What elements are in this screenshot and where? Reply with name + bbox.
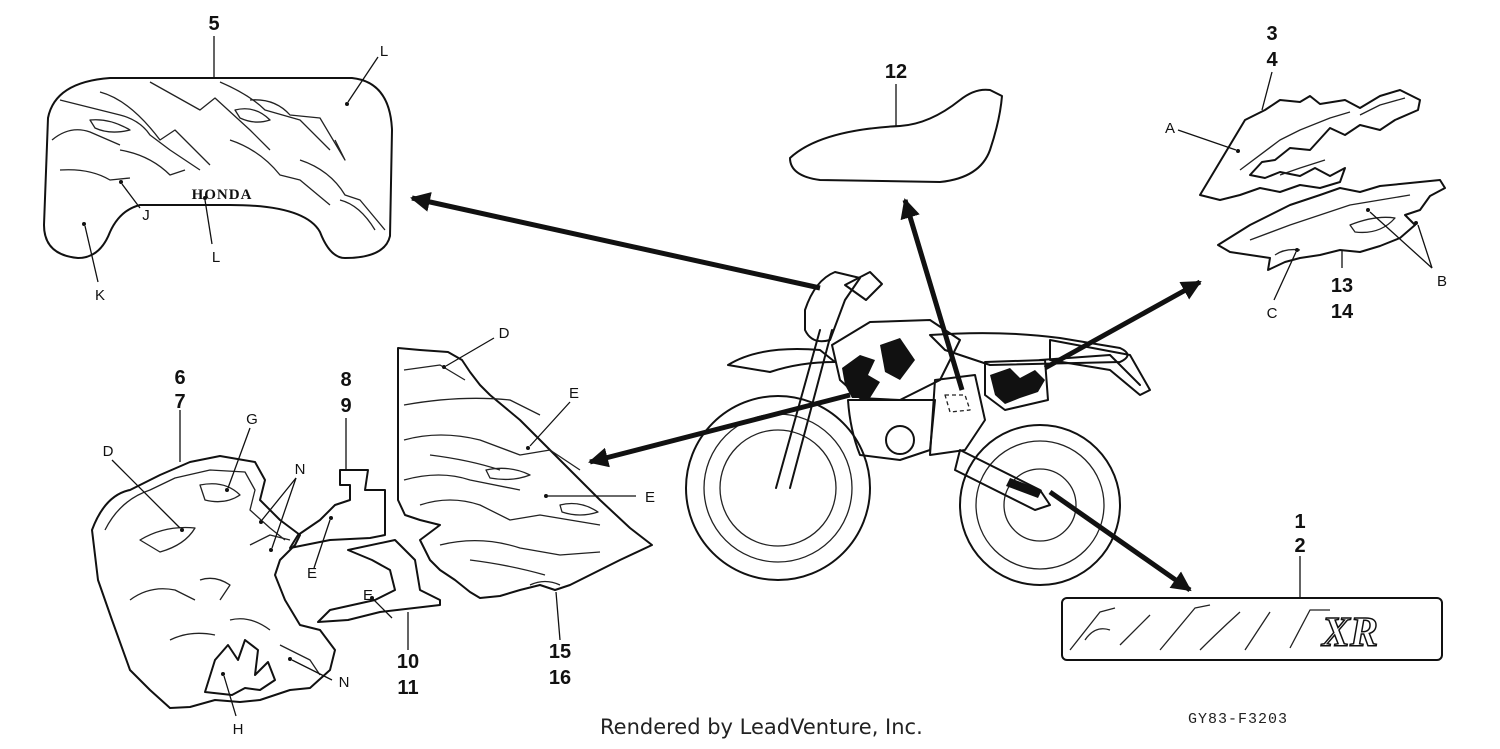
callout-2: 2	[1294, 535, 1305, 557]
callout-12: 12	[885, 61, 907, 83]
part-13-14-shroud-stripe[interactable]	[1217, 179, 1446, 271]
letter-D-left: D	[103, 443, 114, 460]
letter-B: B	[1437, 273, 1447, 290]
letter-J: J	[142, 207, 150, 224]
letter-D-panel: D	[499, 325, 510, 342]
letter-A: A	[1165, 120, 1175, 137]
letter-G: G	[246, 411, 258, 428]
letter-H: H	[233, 721, 244, 738]
callout-14: 14	[1331, 301, 1354, 323]
callout-16: 16	[549, 667, 571, 689]
part-3-4-shroud-stripe[interactable]	[1199, 89, 1421, 201]
honda-lettering: HONDA	[192, 187, 253, 203]
arrow-to-part-12	[900, 198, 965, 391]
callout-6: 6	[174, 367, 185, 389]
part-8-9-decal[interactable]	[289, 469, 386, 549]
arrow-to-part-5	[410, 192, 821, 291]
callout-7: 7	[174, 391, 185, 413]
part-15-16-side-panel-decal[interactable]	[397, 347, 653, 599]
part-10-11-decal[interactable]	[317, 539, 441, 623]
rendered-by-caption: Rendered by LeadVenture, Inc.	[600, 715, 923, 739]
callout-13: 13	[1331, 275, 1353, 297]
model-lettering: XR	[1320, 610, 1378, 656]
part-6-7-shroud-decal[interactable]	[91, 455, 336, 709]
callout-15: 15	[549, 641, 571, 663]
part-1-2-swingarm-decal[interactable]: XR	[1061, 597, 1443, 661]
callout-8: 8	[340, 369, 351, 391]
callout-3: 3	[1266, 23, 1277, 45]
letter-N-top: N	[295, 461, 306, 478]
letter-E-panel-top: E	[569, 385, 579, 402]
letter-L-bottom: L	[212, 249, 220, 266]
motorcycle-illustration	[685, 271, 1151, 586]
callout-1: 1	[1294, 511, 1305, 533]
callout-10: 10	[397, 651, 419, 673]
arrow-to-part-15	[588, 392, 851, 468]
letter-C: C	[1267, 305, 1278, 322]
letter-E-part10: E	[363, 587, 373, 604]
letter-E-part8: E	[307, 565, 317, 582]
part-5-number-plate-decal[interactable]: HONDA	[43, 77, 393, 259]
arrow-to-part-1	[1048, 489, 1192, 593]
letter-K: K	[95, 287, 105, 304]
letter-L-top: L	[380, 43, 388, 60]
callout-9: 9	[340, 395, 351, 417]
arrow-to-part-13	[1043, 279, 1202, 371]
callout-11: 11	[397, 677, 418, 699]
letter-E-panel-right: E	[645, 489, 655, 506]
callout-5: 5	[208, 13, 219, 35]
part-12-seat-decal[interactable]	[789, 88, 1003, 183]
letter-N-bottom: N	[339, 674, 350, 691]
diagram-code: GY83-F3203	[1188, 711, 1289, 728]
callout-4: 4	[1266, 49, 1278, 71]
